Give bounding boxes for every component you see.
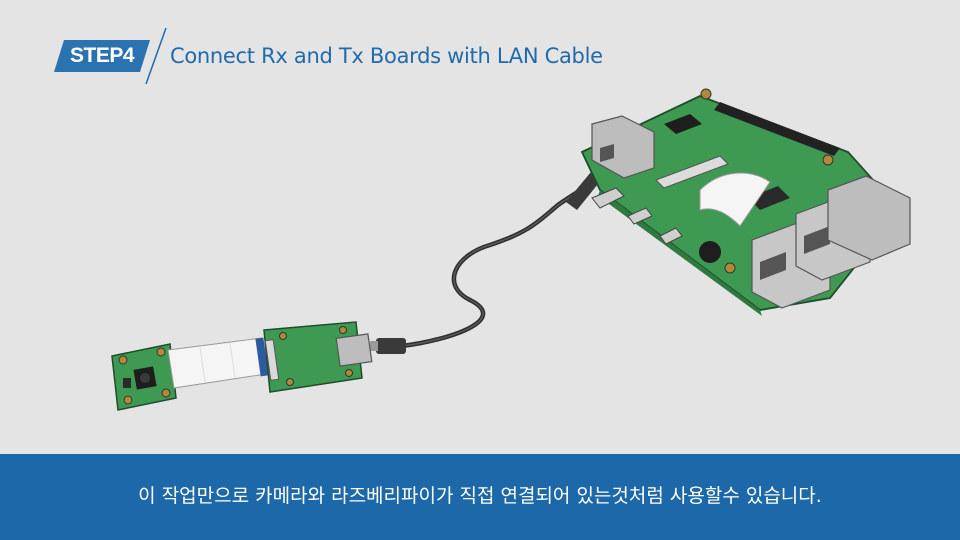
step-badge: STEP4 — [54, 40, 150, 72]
subtitle-text: 이 작업만으로 카메라와 라즈베리파이가 직접 연결되어 있는것처럼 사용할수 … — [138, 485, 822, 507]
subtitle-bar: 이 작업만으로 카메라와 라즈베리파이가 직접 연결되어 있는것처럼 사용할수 … — [0, 454, 960, 540]
lan-cable — [370, 153, 613, 354]
rx-board — [580, 88, 911, 316]
tx-board — [263, 321, 373, 393]
hardware-illustration — [111, 88, 911, 411]
divider-slash — [145, 27, 167, 85]
camera-module — [111, 343, 177, 411]
step-header: STEP4 Connect Rx and Tx Boards with LAN … — [54, 26, 754, 86]
step-title: Connect Rx and Tx Boards with LAN Cable — [170, 44, 603, 68]
ribbon-cable — [167, 337, 269, 389]
